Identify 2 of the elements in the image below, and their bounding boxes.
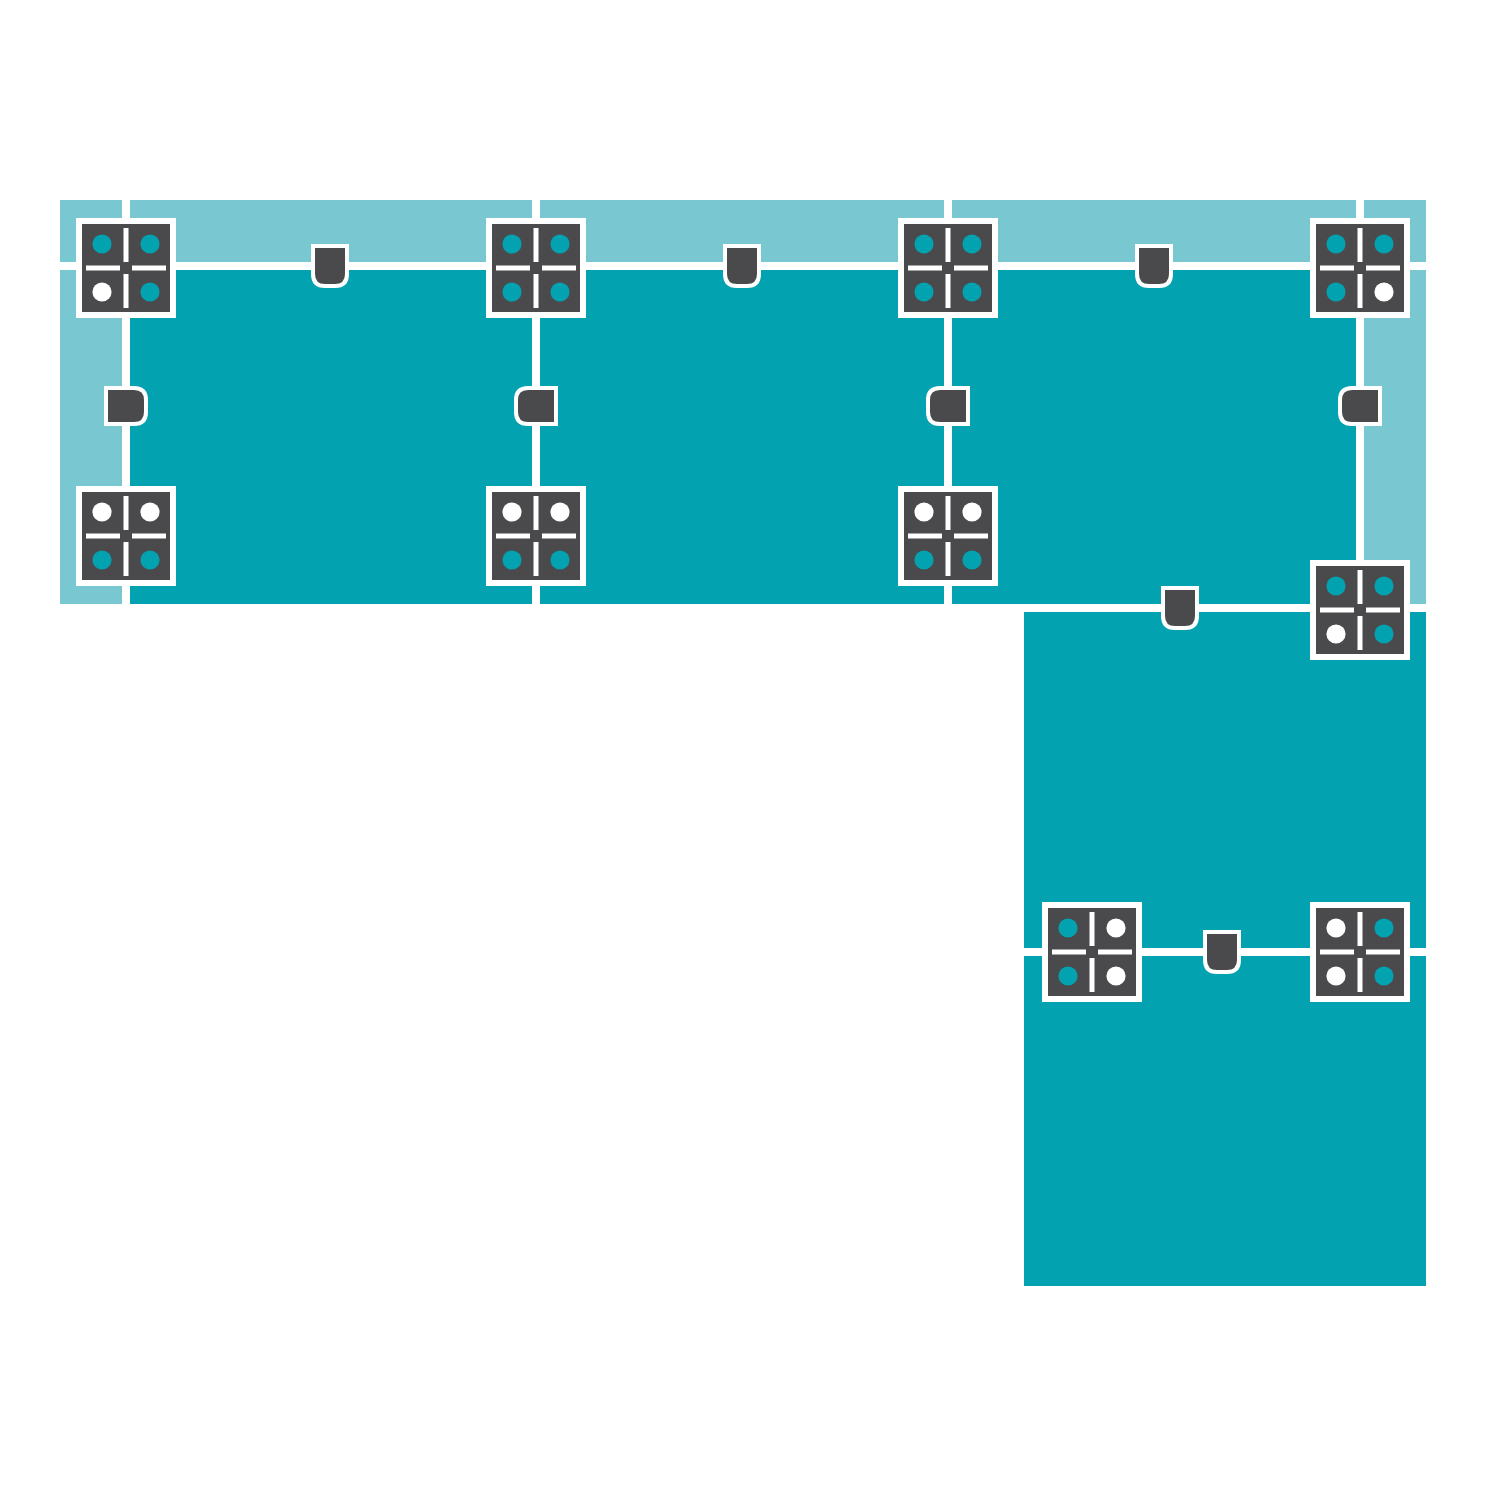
floor-panel [1024,956,1426,1286]
floor-panel [952,270,1356,604]
